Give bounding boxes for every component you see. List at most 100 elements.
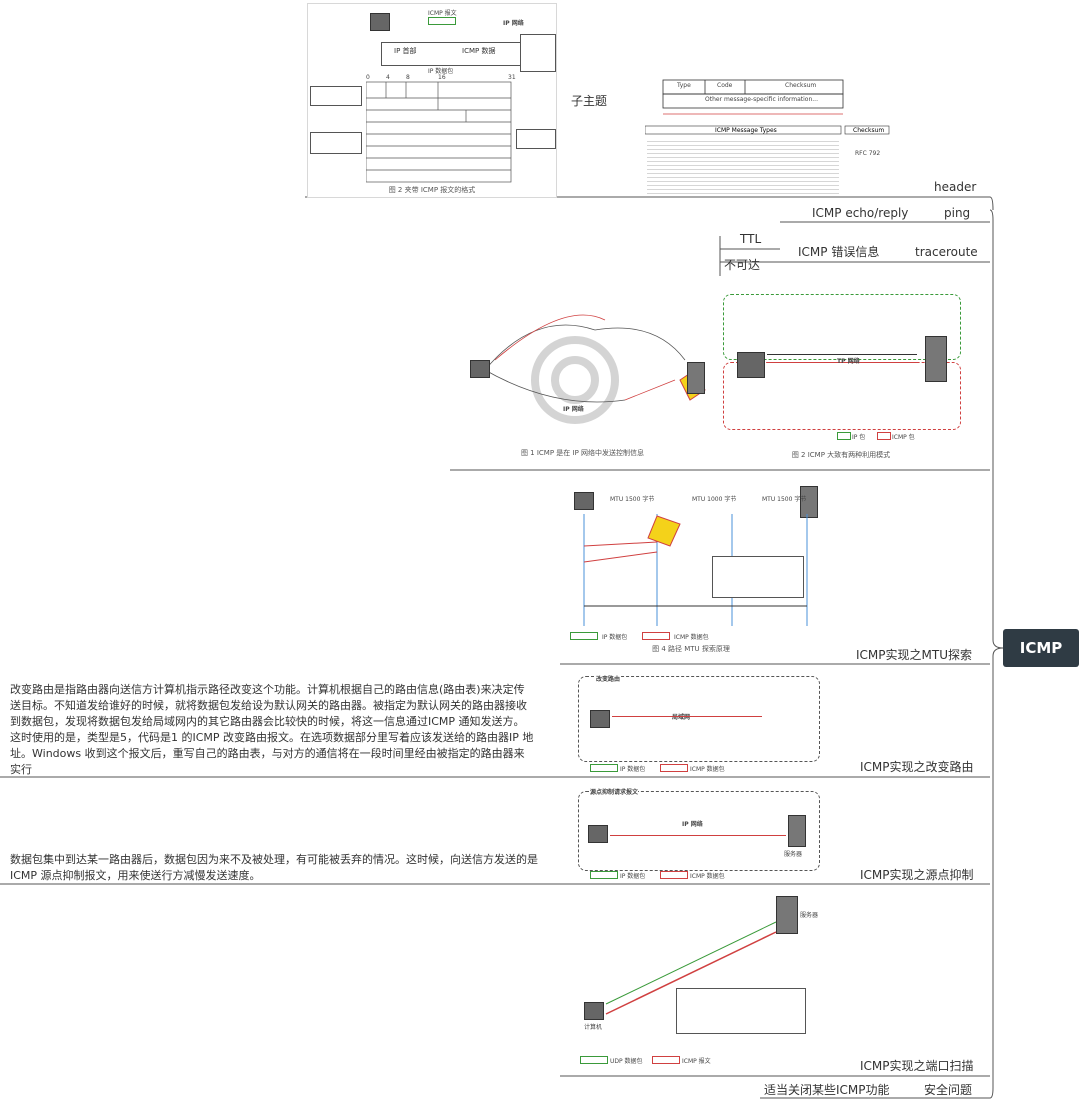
legend-ip-label: IP 数据包 bbox=[620, 766, 646, 773]
mtu-label: MTU 1000 字节 bbox=[692, 496, 737, 503]
icmp-rfc-figure: Type Code Checksum Other message-specifi… bbox=[645, 68, 890, 196]
ip-network-label: IP 网络 bbox=[503, 20, 524, 27]
mtu-label: MTU 1500 字节 bbox=[762, 496, 807, 503]
server-icon bbox=[776, 896, 798, 934]
bit-label: 0 bbox=[366, 74, 370, 81]
quench-figure: 源点抑制请求报文 服务器 IP 网络 IP 数据包 ICMP 数据包 bbox=[576, 785, 822, 881]
legend-icmp-label: ICMP 数据包 bbox=[674, 634, 709, 641]
echo-reply-label[interactable]: ICMP echo/reply bbox=[812, 206, 909, 220]
computer-icon bbox=[584, 1002, 604, 1020]
icmp-line bbox=[767, 362, 917, 363]
mtu-discovery-label[interactable]: ICMP实现之MTU探索 bbox=[856, 648, 972, 662]
legend-icmp-swatch bbox=[660, 764, 688, 772]
rfc-field-label: Type bbox=[677, 82, 691, 89]
legend-icmp-label: ICMP 包 bbox=[892, 434, 915, 441]
bit-label: 4 bbox=[386, 74, 390, 81]
legend-icmp-label: ICMP 报文 bbox=[682, 1058, 711, 1065]
tp-network-label: TP 网络 bbox=[837, 358, 860, 365]
server-icon bbox=[800, 486, 818, 518]
unreachable-label[interactable]: 不可达 bbox=[724, 258, 761, 272]
computer-label: 计算机 bbox=[584, 1024, 603, 1031]
rfc-header-diagram bbox=[645, 79, 890, 135]
legend-ip-swatch bbox=[570, 632, 598, 640]
ip-packet-box: IP 首部 ICMP 数据 bbox=[381, 42, 523, 66]
note-box bbox=[310, 132, 362, 154]
ip-header-label: IP 首部 bbox=[394, 47, 417, 55]
port-scan-label[interactable]: ICMP实现之端口扫描 bbox=[860, 1059, 974, 1073]
disable-icmp-label[interactable]: 适当关闭某些ICMP功能 bbox=[764, 1083, 890, 1097]
server-icon bbox=[925, 336, 947, 382]
bit-label: 31 bbox=[508, 74, 516, 81]
redirect-description: 改变路由是指路由器向送信方计算机指示路径改变这个功能。计算机根据自己的路由信息(… bbox=[10, 683, 534, 776]
root-node-icmp[interactable]: ICMP bbox=[1003, 629, 1079, 667]
legend-ip-swatch bbox=[590, 764, 618, 772]
rfc-checksum-title: Checksum bbox=[853, 127, 885, 134]
lan-label: 局域网 bbox=[672, 714, 691, 721]
rfc-number-label: RFC 792 bbox=[855, 150, 881, 157]
legend-ip-label: IP 包 bbox=[852, 434, 866, 441]
error-message-label[interactable]: ICMP 错误信息 bbox=[798, 245, 880, 259]
icmp-network-diagram bbox=[484, 314, 706, 424]
ip-packet-label: IP 数据包 bbox=[428, 68, 454, 75]
rfc-other-label: Other message-specific information... bbox=[705, 96, 819, 103]
ip-network-label: IP 网络 bbox=[682, 821, 703, 828]
header-bits-grid bbox=[366, 81, 512, 183]
rfc-field-label: Code bbox=[717, 82, 733, 89]
rfc-field-label: Checksum bbox=[785, 82, 817, 89]
quench-title: 源点抑制请求报文 bbox=[590, 787, 639, 796]
legend-icmp-swatch bbox=[660, 871, 688, 879]
mtu-packet-box bbox=[712, 556, 804, 598]
udp-packet-box bbox=[676, 988, 806, 1034]
computer-icon bbox=[588, 825, 608, 843]
port-scan-lines bbox=[605, 921, 777, 1015]
figure-caption: 图 4 路径 MTU 探索原理 bbox=[652, 645, 730, 653]
redirect-line bbox=[612, 716, 762, 717]
redirect-area bbox=[578, 676, 820, 762]
traceroute-label[interactable]: traceroute bbox=[915, 245, 978, 259]
legend-ip-label: IP 数据包 bbox=[620, 873, 646, 880]
legend-ip-label: IP 数据包 bbox=[602, 634, 628, 641]
packet-icon bbox=[428, 17, 456, 25]
redirect-label[interactable]: ICMP实现之改变路由 bbox=[860, 760, 974, 774]
legend-udp-swatch bbox=[580, 1056, 608, 1064]
computer-icon bbox=[370, 13, 390, 31]
link-line bbox=[767, 354, 917, 355]
server-icon bbox=[788, 815, 806, 847]
note-box bbox=[310, 86, 362, 106]
source-quench-label[interactable]: ICMP实现之源点抑制 bbox=[860, 868, 974, 882]
security-label[interactable]: 安全问题 bbox=[924, 1083, 973, 1097]
ttl-label[interactable]: TTL bbox=[740, 232, 762, 246]
legend-icmp-swatch bbox=[877, 432, 891, 440]
note-box bbox=[520, 34, 556, 72]
figure-caption: 图 2 ICMP 大致有两种利用模式 bbox=[791, 451, 891, 459]
ip-network-label: IP 网络 bbox=[563, 406, 584, 413]
legend-icmp-swatch bbox=[642, 632, 670, 640]
quench-description: 数据包集中到达某一路由器后，数据包因为来不及被处理，有可能被丢弃的情况。这时候，… bbox=[10, 853, 538, 882]
rfc-types-title: ICMP Message Types bbox=[715, 127, 777, 134]
bit-label: 16 bbox=[438, 74, 446, 81]
server-icon bbox=[687, 362, 705, 394]
sub-topic-label[interactable]: 子主题 bbox=[571, 94, 608, 108]
mtu-label: MTU 1500 字节 bbox=[610, 496, 655, 503]
legend-icmp-label: ICMP 数据包 bbox=[690, 873, 725, 880]
port-scan-figure: 服务器 计算机 UDP 数据包 ICMP 报文 bbox=[566, 892, 820, 1070]
legend-ip-swatch bbox=[590, 871, 618, 879]
note-box bbox=[516, 129, 556, 149]
legend-udp-label: UDP 数据包 bbox=[610, 1058, 643, 1065]
computer-icon bbox=[470, 360, 490, 378]
quench-area bbox=[578, 791, 820, 871]
figure-caption: 图 1 ICMP 是在 IP 网络中发送控制信息 bbox=[520, 449, 645, 457]
header-label[interactable]: header bbox=[934, 180, 977, 194]
server-label: 服务器 bbox=[784, 851, 803, 858]
legend-icmp-swatch bbox=[652, 1056, 680, 1064]
redirect-title: 改变路由 bbox=[596, 674, 621, 683]
mode-area-top bbox=[723, 294, 961, 360]
icmp-control-figure: IP 网络 图 1 ICMP 是在 IP 网络中发送控制信息 bbox=[455, 290, 710, 460]
computer-icon bbox=[590, 710, 610, 728]
redirect-figure: 改变路由 局域网 IP 数据包 ICMP 数据包 bbox=[576, 672, 822, 774]
ping-label[interactable]: ping bbox=[944, 206, 971, 220]
server-label: 服务器 bbox=[800, 912, 819, 919]
mtu-discovery-figure: MTU 1500 字节 MTU 1000 字节 MTU 1500 字节 IP 数… bbox=[562, 486, 820, 656]
rfc-message-list bbox=[647, 138, 839, 196]
